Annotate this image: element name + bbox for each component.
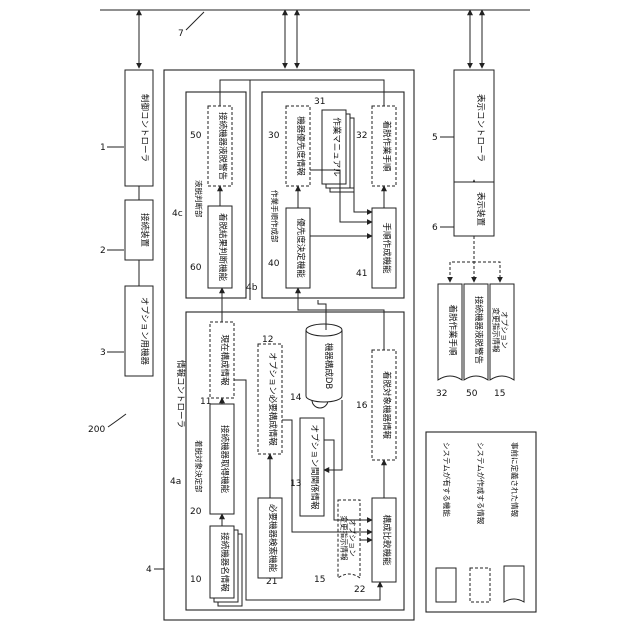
svg-text:機器優先度情報: 機器優先度情報: [295, 116, 306, 176]
connection-device-label: 接続装置: [139, 213, 150, 248]
ref-40: 40: [268, 259, 280, 269]
svg-text:接続機器液脱警告: 接続機器液脱警告: [473, 296, 484, 364]
legend-predefined-swatch: [504, 566, 524, 602]
ref-50b: 50: [466, 389, 478, 399]
svg-text:優先度決定機能: 優先度決定機能: [295, 218, 306, 278]
svg-text:機器構成DB: 機器構成DB: [323, 343, 334, 390]
option-device-label: オプション用機器: [139, 297, 150, 366]
display-controller-box: [454, 70, 494, 186]
legend-system-text: システムが有する機能: [442, 442, 452, 517]
svg-text:接続機器名情報: 接続機器名情報: [219, 532, 230, 592]
svg-text:接続機器取得機能: 接続機器取得機能: [219, 425, 230, 494]
display-device-label: 表示装置: [475, 192, 486, 227]
disconnect-unit-label: 液脱判断部: [194, 180, 204, 218]
ref-1: 1: [100, 143, 106, 153]
svg-text:作業マニュアル: 作業マニュアル: [331, 117, 342, 177]
svg-text:オプション必要構成情報: オプション必要構成情報: [267, 352, 278, 446]
ref-21: 21: [266, 577, 277, 587]
svg-text:着脱作業手順: 着脱作業手順: [447, 304, 458, 356]
device-config-db: 機器構成DB: [306, 324, 342, 408]
ref-4b: 4b: [246, 283, 258, 293]
legend-created-text: システムが作成する情報: [476, 442, 486, 525]
legend-system-swatch: [436, 568, 456, 602]
ref-4: 4: [146, 565, 152, 575]
ref-15b: 15: [494, 389, 505, 399]
ref-12: 12: [262, 335, 273, 345]
ref-6: 6: [432, 223, 438, 233]
ref-2: 2: [100, 246, 106, 256]
svg-text:着脱結果判断機能: 着脱結果判断機能: [217, 213, 228, 282]
svg-text:必要機器検索機能: 必要機器検索機能: [267, 504, 278, 573]
svg-text:着脱作業手順: 着脱作業手順: [381, 120, 392, 172]
info-controller-label: 情報コントローラ: [175, 360, 186, 428]
display-controller-label: 表示コントローラ: [475, 94, 486, 162]
ref-22: 22: [354, 585, 365, 595]
svg-text:着脱対象機器情報: 着脱対象機器情報: [381, 371, 392, 440]
ref-3: 3: [100, 348, 106, 358]
ref-14: 14: [290, 393, 302, 403]
svg-text:構成比較機能: 構成比較機能: [381, 514, 392, 566]
ref-11: 11: [200, 397, 211, 407]
legend-predefined-text: 事前に定義された情報: [510, 442, 520, 517]
ref-4a: 4a: [170, 477, 181, 487]
ref-200-leader: [108, 414, 126, 427]
ref-7-leader: [186, 12, 204, 30]
svg-text:接続機器液脱警告: 接続機器液脱警告: [217, 112, 228, 180]
svg-text:手順作成機能: 手順作成機能: [381, 222, 392, 274]
ref-32a: 32: [356, 131, 367, 141]
display-device-box: [454, 182, 494, 236]
ref-10: 10: [190, 575, 202, 585]
removal-target-unit-label: 着脱対象決定部: [194, 440, 204, 493]
svg-text:現在構成情報: 現在構成情報: [219, 334, 230, 386]
svg-text:オプション変更指示情報: オプション変更指示情報: [340, 516, 357, 561]
ref-41: 41: [356, 269, 367, 279]
ref-200: 200: [88, 425, 105, 435]
ref-60: 60: [190, 263, 202, 273]
ref-30: 30: [268, 131, 280, 141]
ref-20: 20: [190, 507, 202, 517]
svg-text:オプション間関係情報: オプション間関係情報: [309, 424, 320, 510]
ref-5: 5: [432, 133, 438, 143]
svg-text:オプション変更指示情報: オプション変更指示情報: [492, 308, 509, 353]
ref-16: 16: [356, 401, 368, 411]
control-controller-label: 制御コントローラ: [139, 94, 150, 162]
legend-created-swatch: [470, 568, 490, 602]
ref-4c: 4c: [172, 209, 183, 219]
ref-32b: 32: [436, 389, 447, 399]
procedure-unit-label: 作業手順作成部: [270, 190, 280, 243]
ref-15a: 15: [314, 575, 325, 585]
ref-7: 7: [178, 29, 184, 39]
ref-50a: 50: [190, 131, 202, 141]
ref-31: 31: [314, 97, 325, 107]
